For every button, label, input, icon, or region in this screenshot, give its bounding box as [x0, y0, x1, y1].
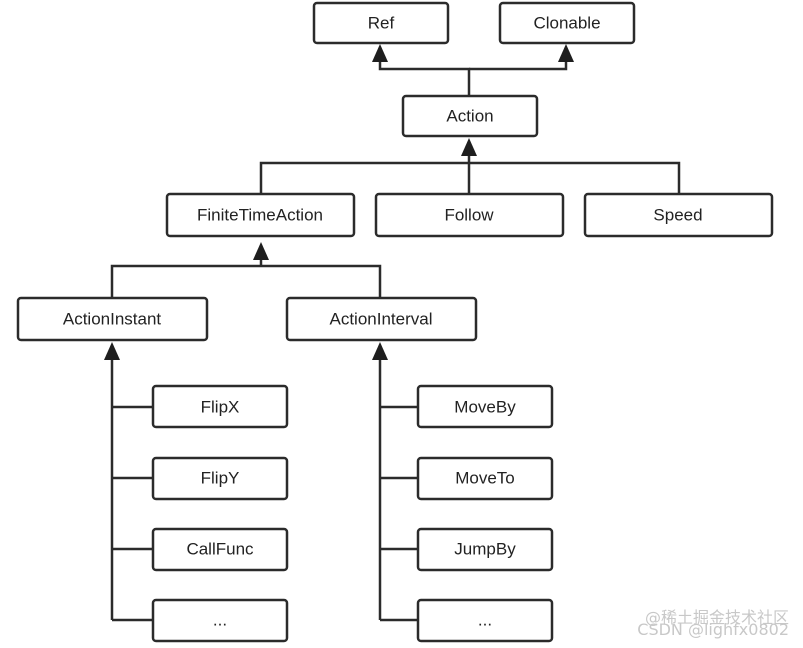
node-instant-more: ...	[151, 598, 289, 643]
arrowhead-interval	[372, 342, 388, 360]
node-clonable: Clonable	[498, 1, 636, 45]
watermark-juejin: @稀土掘金技术社区	[644, 608, 789, 627]
node-action-instant: ActionInstant	[16, 296, 209, 342]
arrowhead-instant	[104, 342, 120, 360]
node-flipx-label: FlipX	[201, 398, 240, 417]
node-interval-more-label: ...	[478, 611, 492, 630]
node-moveto: MoveTo	[416, 456, 554, 501]
node-action-label: Action	[446, 107, 493, 126]
node-follow-label: Follow	[444, 206, 494, 225]
edge-action-ref	[378, 58, 471, 96]
node-moveby: MoveBy	[416, 384, 554, 429]
node-action-instant-label: ActionInstant	[63, 310, 162, 329]
node-flipy: FlipY	[151, 456, 289, 501]
node-jumpby-label: JumpBy	[454, 540, 516, 559]
node-interval-more: ...	[416, 598, 554, 643]
node-finite-time-action: FiniteTimeAction	[165, 192, 356, 238]
node-ref: Ref	[312, 1, 450, 45]
watermark-csdn: CSDN @lighfx0802	[637, 620, 789, 639]
node-flipy-label: FlipY	[201, 469, 240, 488]
arrowhead-finite	[253, 242, 269, 260]
node-jumpby: JumpBy	[416, 527, 554, 572]
node-clonable-label: Clonable	[533, 14, 600, 33]
node-follow: Follow	[374, 192, 565, 238]
node-speed: Speed	[583, 192, 774, 238]
node-ref-label: Ref	[368, 14, 395, 33]
arrowhead-ref	[372, 44, 388, 62]
node-action: Action	[401, 94, 539, 138]
node-speed-label: Speed	[653, 206, 702, 225]
node-callfunc: CallFunc	[151, 527, 289, 572]
node-action-interval: ActionInterval	[285, 296, 478, 342]
edge-action-clonable	[469, 58, 568, 71]
connectors	[104, 44, 681, 622]
node-action-interval-label: ActionInterval	[330, 310, 433, 329]
node-instant-more-label: ...	[213, 611, 227, 630]
node-flipx: FlipX	[151, 384, 289, 429]
arrowhead-action	[461, 138, 477, 156]
node-callfunc-label: CallFunc	[186, 540, 254, 559]
node-finite-time-action-label: FiniteTimeAction	[197, 206, 323, 225]
node-moveby-label: MoveBy	[454, 398, 516, 417]
node-moveto-label: MoveTo	[455, 469, 515, 488]
arrowhead-clonable	[558, 44, 574, 62]
edge-to-finite	[110, 264, 382, 298]
